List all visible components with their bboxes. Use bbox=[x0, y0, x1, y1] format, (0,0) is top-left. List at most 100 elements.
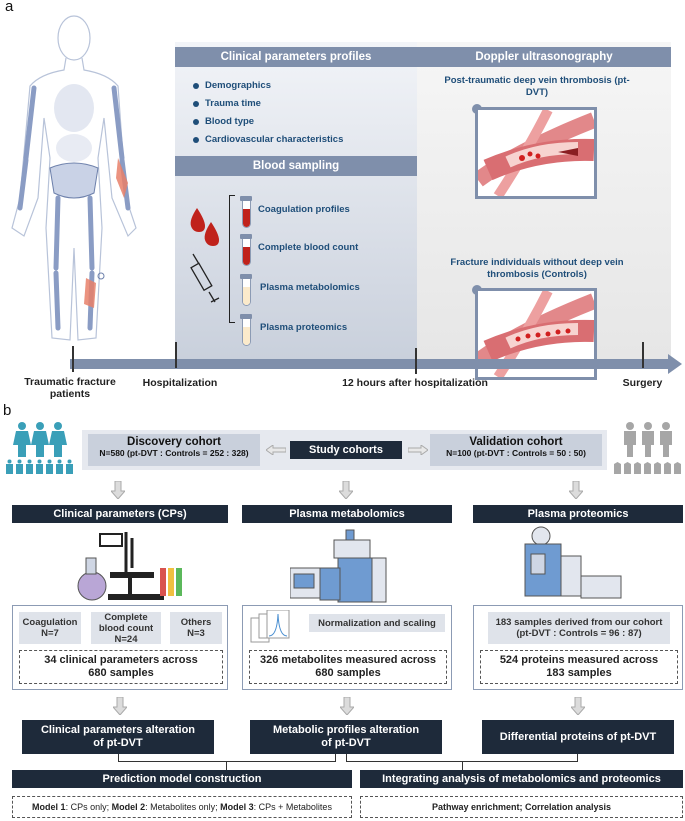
model-name: Model 2 bbox=[111, 801, 146, 812]
sample-label: Plasma metabolomics bbox=[260, 282, 360, 293]
timeline-label-12h: 12 hours after hospitalization bbox=[342, 377, 488, 389]
syringe-icon bbox=[190, 253, 220, 303]
left-arrow-icon bbox=[266, 445, 286, 455]
outcome-text: of pt-DVT bbox=[321, 737, 371, 749]
controls-label: Fracture individuals without deep vein t… bbox=[450, 257, 624, 280]
summary-text: 680 samples bbox=[315, 667, 381, 679]
clinical-parameters-list: Demographics Trauma time Blood type Card… bbox=[191, 77, 417, 149]
integration-detail-box: Pathway enrichment; Correlation analysis bbox=[360, 796, 683, 818]
lcms-instrument-illustration bbox=[290, 529, 387, 603]
prediction-model-header: Prediction model construction bbox=[12, 770, 352, 788]
validation-cohort-subtitle: N=100 (pt-DVT : Controls = 50 : 50) bbox=[446, 448, 586, 458]
model-desc: : Metabolites only; bbox=[145, 801, 221, 812]
cell-text: Complete bbox=[104, 611, 148, 623]
cell-text: N=24 bbox=[114, 633, 138, 645]
validation-cohort-title: Validation cohort bbox=[469, 436, 563, 448]
list-item: Blood type bbox=[191, 113, 417, 131]
metabolomics-tube-icon bbox=[240, 274, 252, 306]
cps-outcome: Clinical parameters alteration of pt-DVT bbox=[22, 720, 214, 754]
coagulation-cell: Coagulation N=7 bbox=[19, 612, 81, 644]
model-name: Model 3 bbox=[220, 801, 254, 812]
cell-text: Others bbox=[180, 617, 212, 628]
down-arrow-icon bbox=[569, 481, 583, 499]
cell-text: N=3 bbox=[187, 628, 205, 639]
timeline-label-hospitalization: Hospitalization bbox=[142, 377, 218, 389]
cbc-cell: Complete blood count N=24 bbox=[91, 611, 161, 645]
summary-text: 326 metabolites measured across bbox=[259, 654, 437, 666]
connector-line bbox=[346, 754, 578, 762]
summary-text: 680 samples bbox=[88, 667, 154, 679]
connector-line bbox=[118, 754, 336, 762]
section-header-cps: Clinical parameters (CPs) bbox=[12, 505, 228, 523]
sample-label: Coagulation profiles bbox=[258, 204, 350, 215]
doppler-column: Doppler ultrasonography Post-traumatic d… bbox=[417, 42, 671, 380]
sample-label: Complete blood count bbox=[258, 242, 359, 253]
timeline-bar bbox=[70, 359, 670, 369]
down-arrow-icon bbox=[111, 481, 125, 499]
cell-text: N=7 bbox=[41, 628, 59, 639]
timeline-label-patients: Traumatic fracture patients bbox=[24, 376, 116, 400]
section-header-proteomics: Plasma proteomics bbox=[473, 505, 683, 523]
proteomics-info-box: 183 samples derived from our cohort (pt-… bbox=[473, 605, 683, 690]
down-arrow-icon bbox=[340, 697, 354, 715]
timeline-tick bbox=[175, 342, 177, 368]
proteomics-tube-icon bbox=[240, 314, 252, 346]
proteomics-samples-step: 183 samples derived from our cohort (pt-… bbox=[488, 612, 670, 644]
blood-drops-icon bbox=[190, 208, 220, 303]
discovery-cohort-subtitle: N=580 (pt-DVT : Controls = 252 : 328) bbox=[99, 448, 249, 458]
down-arrow-icon bbox=[339, 481, 353, 499]
clinical-parameters-header: Clinical parameters profiles bbox=[175, 47, 417, 67]
cps-info-box: Coagulation N=7 Complete blood count N=2… bbox=[12, 605, 228, 690]
metabolomics-info-box: Normalization and scaling 326 metabolite… bbox=[242, 605, 452, 690]
panel-a-label: a bbox=[5, 0, 14, 15]
lab-microscope-illustration bbox=[77, 532, 182, 601]
metabolomics-summary: 326 metabolites measured across 680 samp… bbox=[249, 650, 447, 684]
pt-dvt-label: Post-traumatic deep vein thrombosis (pt-… bbox=[444, 75, 630, 98]
summary-text: 34 clinical parameters across bbox=[44, 654, 198, 666]
outcome-text: Clinical parameters alteration bbox=[40, 724, 196, 736]
others-cell: Others N=3 bbox=[170, 612, 222, 644]
panel-b-label: b bbox=[3, 402, 12, 419]
model-desc: : CPs only; bbox=[65, 801, 112, 812]
sample-bracket bbox=[229, 195, 235, 323]
thrombosis-vessel-image bbox=[473, 107, 597, 199]
discovery-cohort-title: Discovery cohort bbox=[127, 436, 221, 448]
skeleton-illustration bbox=[11, 15, 137, 341]
connector-line bbox=[226, 762, 227, 770]
list-item: Trauma time bbox=[191, 95, 417, 113]
step-text: 183 samples derived from our cohort bbox=[495, 617, 663, 628]
proteomics-instrument-illustration bbox=[524, 526, 622, 599]
study-cohorts-label: Study cohorts bbox=[290, 441, 402, 459]
validation-people-icon bbox=[614, 422, 681, 474]
normalization-step: Normalization and scaling bbox=[309, 614, 445, 632]
section-header-metabolomics: Plasma metabolomics bbox=[242, 505, 452, 523]
discovery-cohort-box: Discovery cohort N=580 (pt-DVT : Control… bbox=[88, 434, 260, 466]
doppler-header: Doppler ultrasonography bbox=[417, 47, 671, 67]
blood-sampling-header: Blood sampling bbox=[175, 156, 417, 176]
list-item: Demographics bbox=[191, 77, 417, 95]
cell-text: blood count bbox=[98, 622, 154, 634]
integration-header: Integrating analysis of metabolomics and… bbox=[360, 770, 683, 788]
cbc-tube-icon bbox=[240, 234, 252, 266]
timeline-tick bbox=[72, 346, 74, 372]
outcome-text: Metabolic profiles alteration bbox=[272, 724, 420, 736]
cps-summary: 34 clinical parameters across 680 sample… bbox=[19, 650, 223, 684]
timeline-tick bbox=[642, 342, 644, 368]
sample-label: Plasma proteomics bbox=[260, 322, 348, 333]
down-arrow-icon bbox=[571, 697, 585, 715]
discovery-people-icon bbox=[6, 422, 73, 474]
model-desc: : CPs + Metabolites bbox=[253, 801, 332, 812]
prediction-models-box: Model 1: CPs only; Model 2: Metabolites … bbox=[12, 796, 352, 818]
right-arrow-icon bbox=[408, 445, 428, 455]
step-text: (pt-DVT : Controls = 96 : 87) bbox=[516, 628, 642, 639]
outcome-text: of pt-DVT bbox=[93, 737, 143, 749]
timeline-arrow-icon bbox=[668, 354, 682, 374]
summary-text: 183 samples bbox=[546, 667, 612, 679]
model-name: Model 1 bbox=[32, 801, 66, 812]
summary-text: 524 proteins measured across bbox=[499, 654, 659, 666]
chromatogram-icon bbox=[250, 610, 290, 643]
list-item: Cardiovascular characteristics bbox=[191, 131, 417, 149]
timeline-tick bbox=[415, 348, 417, 374]
proteomics-outcome: Differential proteins of pt-DVT bbox=[482, 720, 674, 754]
validation-cohort-box: Validation cohort N=100 (pt-DVT : Contro… bbox=[430, 434, 602, 466]
